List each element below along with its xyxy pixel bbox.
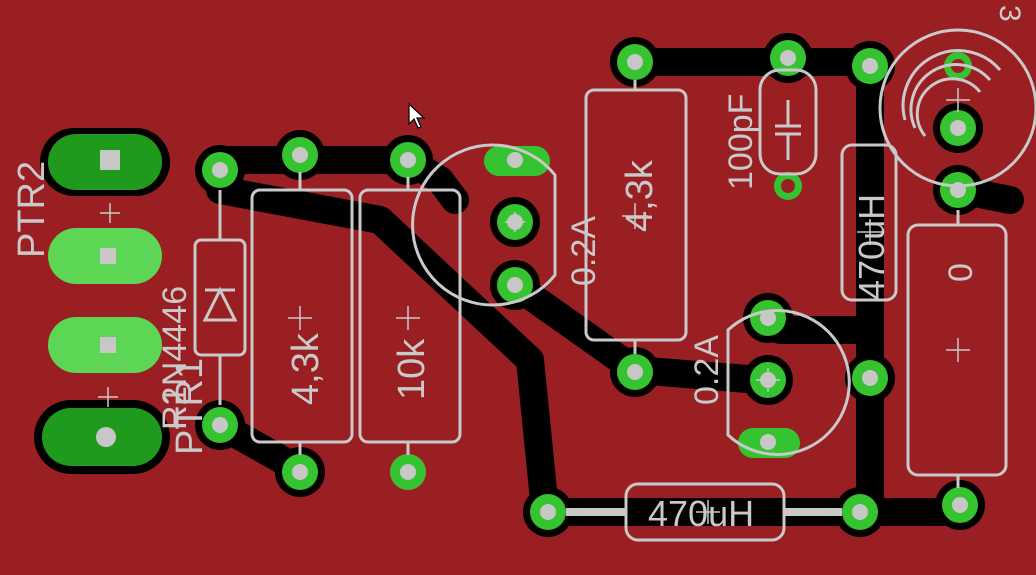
connector-pad-1 (40, 128, 170, 196)
label-resistor-4k3-top: 4,3k (619, 159, 661, 232)
cap-100pf-body (758, 68, 818, 176)
label-ptr1: PTR1 (169, 358, 211, 455)
resistor-4k3-left-body (250, 188, 354, 444)
label-cap-100pf: 100pF (722, 94, 760, 190)
silkscreen-labels: PTR2 PTR1 1N4446 R2 4,3k 10k 0.2A 4,3k 1… (11, 5, 1026, 534)
label-resistor-10k: 10k (391, 338, 433, 400)
label-inductor-bottom: 470uH (648, 493, 754, 534)
connector-pad-2 (48, 228, 162, 284)
trace-diagonal-to-bottom (206, 176, 559, 524)
round-pads (195, 33, 985, 537)
diode-body (193, 238, 247, 357)
round-component-outline (878, 28, 1036, 188)
origin-crosses (98, 88, 970, 524)
label-fuse-top: 0.2A (565, 216, 603, 286)
label-inductor-vertical: 470uH (851, 194, 892, 300)
fuse-pads-top (484, 146, 550, 310)
label-diode-1n4446: 1N4446 (156, 286, 194, 405)
label-fuse-mid: 0.2A (688, 335, 726, 405)
inductor-vertical-body (840, 143, 898, 302)
resistor-10k-body (358, 188, 462, 444)
connector-pad-3 (48, 317, 162, 373)
label-cap-right: 0 (942, 263, 980, 282)
label-ptr2: PTR2 (11, 161, 53, 258)
fuse-top-outline (411, 143, 557, 307)
label-r2: R2 (156, 387, 194, 430)
label-corner-digit: 3 (993, 5, 1026, 22)
fuse-mid-outline (726, 309, 851, 456)
fuse-pads-mid (738, 293, 800, 458)
mouse-cursor-icon (408, 102, 426, 129)
label-resistor-4k3-left: 4,3k (285, 332, 327, 405)
connector-pad-4 (34, 400, 170, 474)
pads (34, 33, 985, 537)
silkscreen (193, 28, 1036, 542)
